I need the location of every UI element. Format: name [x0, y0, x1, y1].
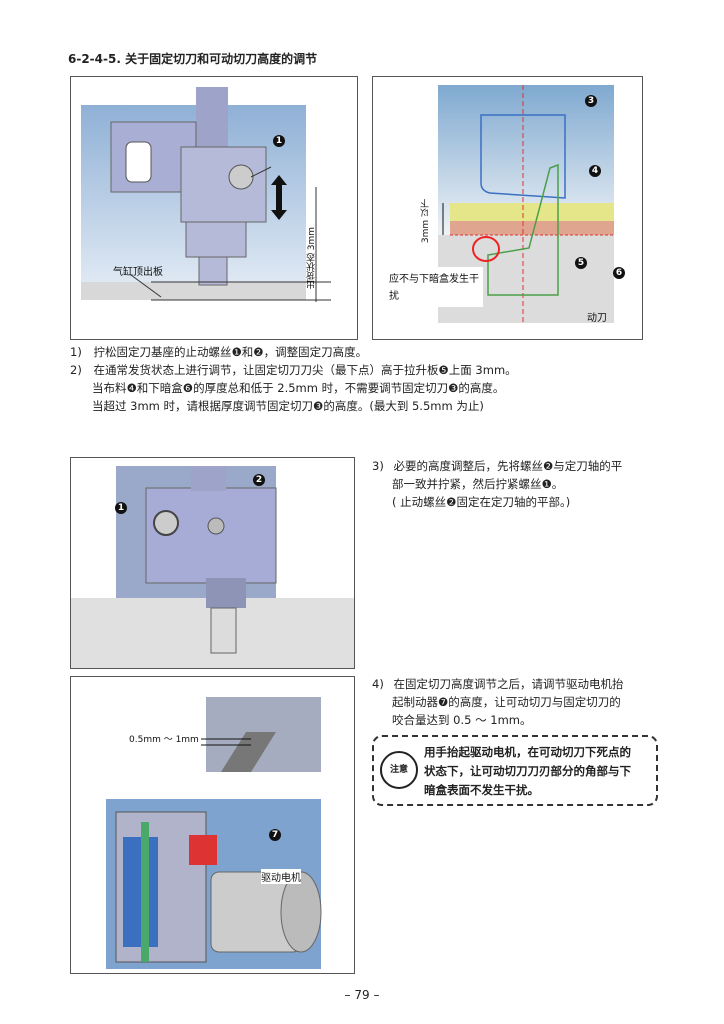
callout-1: 1 [115, 502, 127, 514]
section-title: 6-2-4-5. 关于固定切刀和可动切刀高度的调节 [68, 52, 318, 66]
caution-line: 状态下，让可动切刀刀刃部分的角部与下 [424, 764, 631, 778]
step-text: 拧松固定刀基座的止动螺丝❶和❷，调整固定刀高度。 [93, 345, 368, 359]
callout-1: 1 [273, 135, 285, 147]
max-3mm-label: 3mm 以下 [421, 199, 431, 244]
fixed-knife-base-illustration [81, 87, 331, 302]
callout-6: 6 [613, 267, 625, 279]
step-text: 当布料❹和下暗盒❻的厚度总和低于 2.5mm 时，不需要调节固定切刀❸的高度。 [92, 381, 505, 395]
step-text: 部一致并拧紧，然后拧紧螺丝❶。 [392, 477, 564, 491]
no-interference-label: 应不与下暗盒发生干扰 [389, 274, 479, 302]
step-3: 3) 必要的高度调整后，先将螺丝❷与定刀轴的平 部一致并拧紧，然后拧紧螺丝❶。 … [372, 457, 662, 511]
figure-fixed-knife-base: 气缸顶出板 出货状态 3mm 1 [70, 76, 358, 340]
figure-screws: 1 2 [70, 457, 355, 669]
caution-line: 暗盒表面不发生干扰。 [424, 783, 539, 797]
caution-hand-icon: 注意 [380, 751, 418, 789]
caution-text: 用手抬起驱动电机，在可动切刀下死点的 状态下，让可动切刀刀刃部分的角部与下 暗盒… [424, 743, 652, 800]
step-number: 2) [70, 363, 82, 377]
step-text: 起制动器❼的高度，让可动切刀与固定切刀的 [392, 695, 621, 709]
step-text: 必要的高度调整后，先将螺丝❷与定刀轴的平 [393, 459, 623, 473]
step-text: 在固定切刀高度调节之后，请调节驱动电机抬 [393, 677, 624, 691]
cylinder-plate-label: 气缸顶出板 [113, 267, 163, 278]
step-2: 2) 在通常发货状态上进行调节，让固定切刀刀尖（最下点）高于拉升板❺上面 3mm… [70, 361, 650, 415]
callout-2: 2 [253, 474, 265, 486]
caution-line: 用手抬起驱动电机，在可动切刀下死点的 [424, 745, 631, 759]
step-number: 1) [70, 345, 82, 359]
drive-motor-label: 驱动电机 [261, 869, 301, 884]
step-4: 4) 在固定切刀高度调节之后，请调节驱动电机抬 起制动器❼的高度，让可动切刀与固… [372, 675, 662, 729]
moving-knife-label: 动刀 [587, 313, 607, 324]
screws-illustration [71, 466, 354, 668]
step-text: 在通常发货状态上进行调节，让固定切刀刀尖（最下点）高于拉升板❺上面 3mm。 [93, 363, 517, 377]
shipping-state-label: 出货状态 3mm [307, 227, 317, 290]
callout-4: 4 [589, 165, 601, 177]
figure-drive-motor: 0.5mm ～ 1mm 驱动电机 7 [70, 676, 355, 974]
callout-5: 5 [575, 257, 587, 269]
callout-7: 7 [269, 829, 281, 841]
step-1: 1) 拧松固定刀基座的止动螺丝❶和❷，调整固定刀高度。 [70, 343, 630, 361]
step-number: 3) [372, 459, 384, 473]
engagement-range-label: 0.5mm ～ 1mm [129, 735, 199, 745]
step-text: 咬合量达到 0.5 ～ 1mm。 [392, 713, 532, 727]
step-text: ( 止动螺丝❷固定在定刀轴的平部。) [392, 495, 571, 509]
callout-3: 3 [585, 95, 597, 107]
figure-knife-height-diagram: 3mm 以下 应不与下暗盒发生干扰 动刀 3 4 5 6 [372, 76, 643, 340]
page-number: – 79 – [344, 988, 380, 1002]
caution-note: 注意 用手抬起驱动电机，在可动切刀下死点的 状态下，让可动切刀刀刃部分的角部与下… [372, 735, 658, 806]
step-text: 当超过 3mm 时，请根据厚度调节固定切刀❸的高度。(最大到 5.5mm 为止) [92, 399, 484, 413]
step-number: 4) [372, 677, 384, 691]
drive-motor-illustration [106, 697, 322, 969]
knife-height-diagram [373, 85, 614, 323]
